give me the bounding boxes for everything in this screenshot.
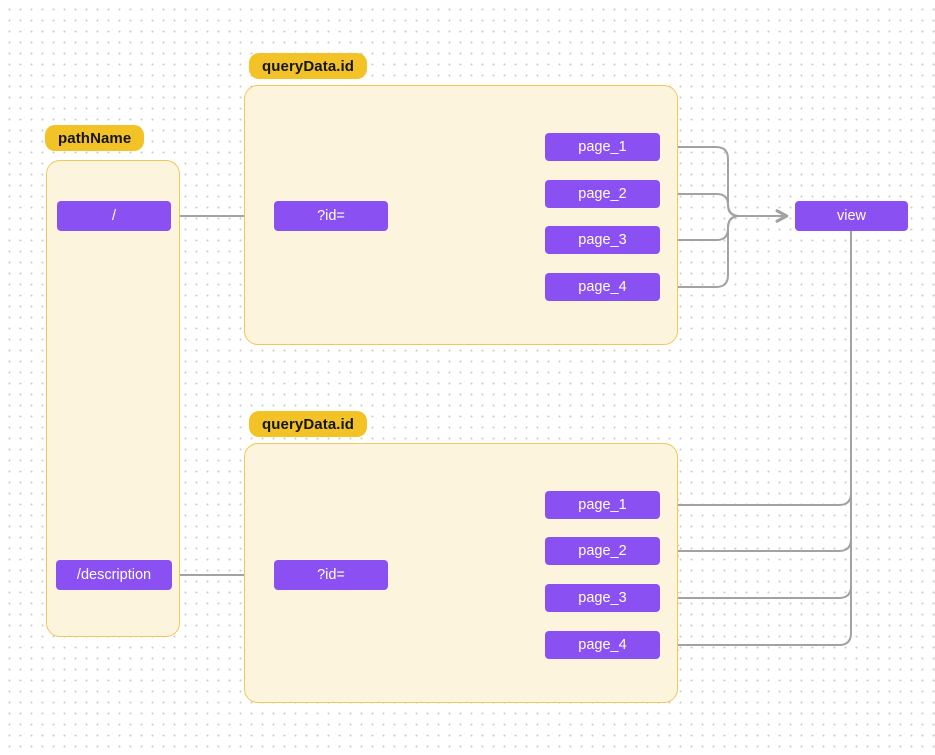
node-id-bottom[interactable]: ?id=	[274, 560, 388, 590]
connector-view-to-page-2-bottom[interactable]	[665, 538, 852, 558]
node-page-4-top[interactable]: page_4	[545, 273, 660, 301]
node-page-3-top[interactable]: page_3	[545, 226, 660, 254]
connector-view-to-page-4-bottom[interactable]	[665, 231, 852, 652]
connector-view-to-page-1-bottom[interactable]	[665, 492, 852, 512]
node-page-2-top[interactable]: page_2	[545, 180, 660, 208]
node-page-1-top[interactable]: page_1	[545, 133, 660, 161]
node-page-1-bottom[interactable]: page_1	[545, 491, 660, 519]
connector-page-2-top-to-view[interactable]	[660, 193, 740, 217]
group-pathname[interactable]	[46, 160, 180, 637]
badge-querydata-top[interactable]: queryData.id	[249, 53, 368, 79]
badge-pathname[interactable]: pathName	[45, 125, 145, 151]
node-page-3-bottom[interactable]: page_3	[545, 584, 660, 612]
node-page-4-bottom[interactable]: page_4	[545, 631, 660, 659]
badge-querydata-bottom[interactable]: queryData.id	[249, 411, 368, 437]
node-id-top[interactable]: ?id=	[274, 201, 388, 231]
node-page-2-bottom[interactable]: page_2	[545, 537, 660, 565]
connector-view-to-page-3-bottom[interactable]	[665, 585, 852, 605]
node-description[interactable]: /description	[56, 560, 172, 590]
node-view[interactable]: view	[795, 201, 908, 231]
connector-page-4-top-to-view[interactable]	[660, 215, 741, 288]
node-root[interactable]: /	[57, 201, 171, 231]
